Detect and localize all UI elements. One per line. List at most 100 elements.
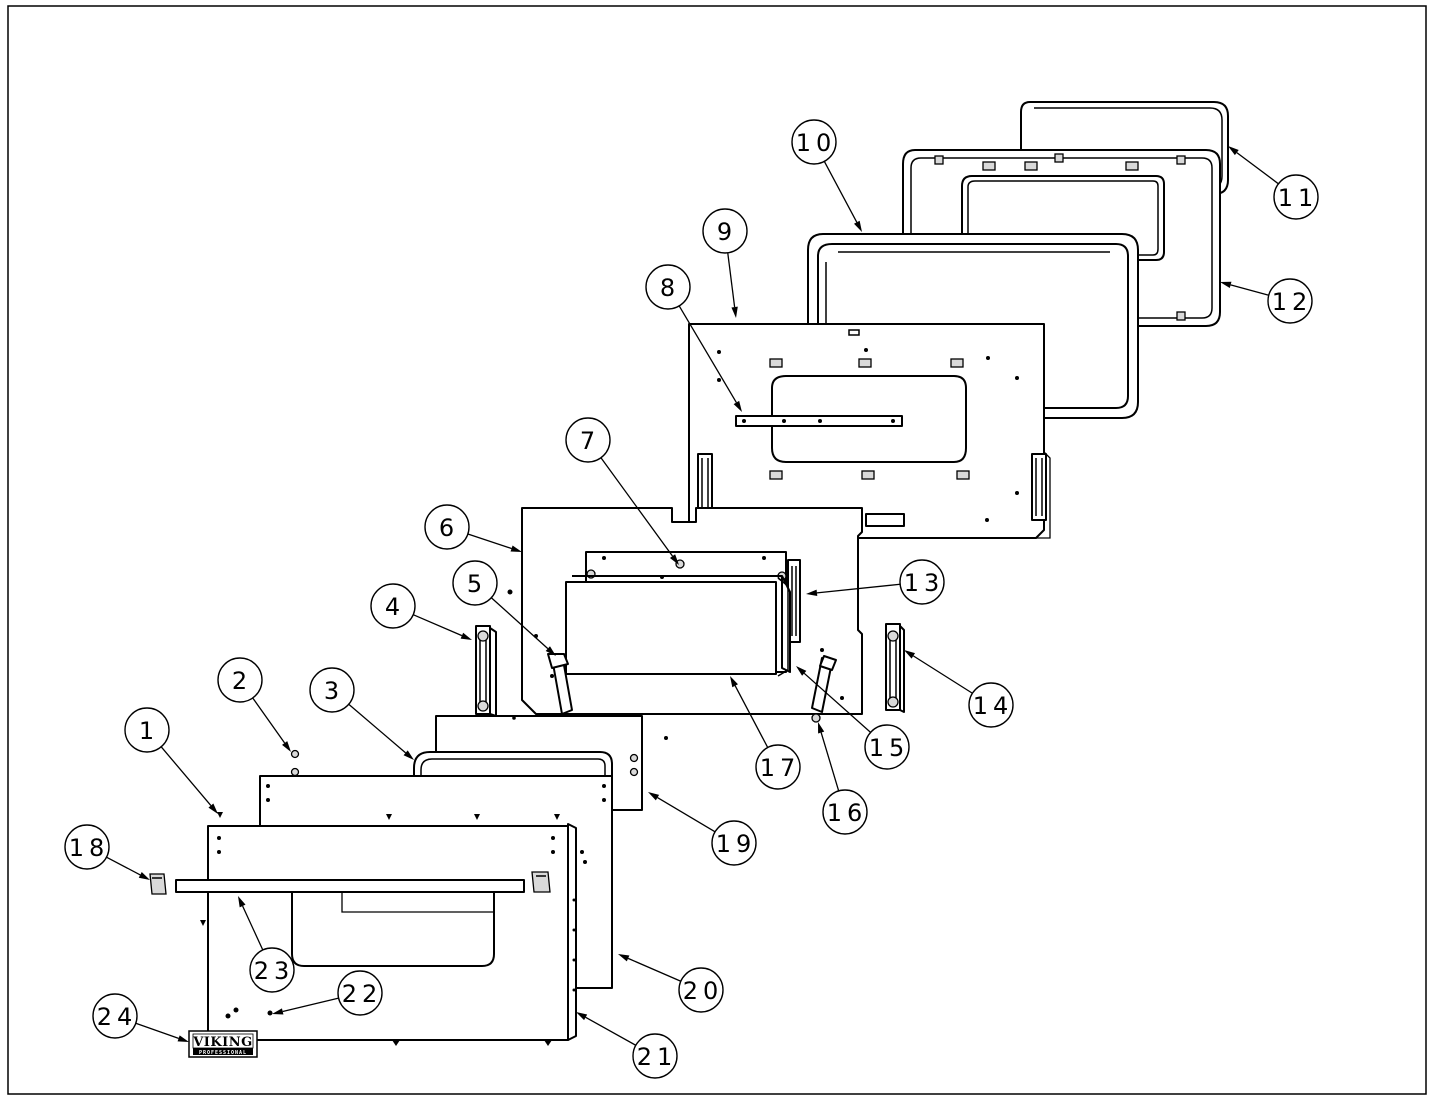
callout-circle [124, 707, 170, 753]
leader-line-15 [803, 672, 871, 733]
callout-number: 23 [254, 957, 295, 985]
arrowhead-15 [796, 666, 807, 676]
callout-15: 15 [864, 724, 910, 770]
callout-5: 5 [452, 560, 498, 606]
callout-17: 17 [755, 744, 801, 790]
callout-number: 11 [1278, 184, 1319, 212]
callout-circle [565, 417, 611, 463]
callout-number: 24 [97, 1003, 138, 1031]
leader-line-5 [490, 597, 549, 650]
callout-circle [899, 559, 945, 605]
part-2-button [290, 749, 300, 777]
callout-circle [370, 583, 416, 629]
callout-10: 10 [791, 119, 837, 165]
leader-line-22 [282, 997, 339, 1013]
arrowhead-1 [208, 803, 218, 814]
leader-line-3 [348, 703, 407, 754]
callout-number: 14 [973, 692, 1014, 720]
callout-circle [968, 682, 1014, 728]
callout-circle [791, 119, 837, 165]
callout-13: 13 [899, 559, 945, 605]
callout-3: 3 [309, 667, 355, 713]
callout-12: 12 [1267, 278, 1313, 324]
drawing-border [7, 5, 1427, 1095]
callout-number: 22 [342, 980, 383, 1008]
callout-16: 16 [822, 789, 868, 835]
arrowhead-6 [510, 545, 522, 552]
part-16-screw [811, 713, 821, 723]
arrowhead-11 [1228, 146, 1239, 156]
arrowhead-4 [460, 632, 472, 640]
callout-2: 2 [217, 657, 263, 703]
part-23-handle [175, 871, 551, 893]
callout-number: 6 [439, 514, 459, 542]
leader-line-24 [135, 1022, 179, 1039]
callout-circle [645, 264, 691, 310]
callout-circle [678, 967, 724, 1013]
arrowhead-22 [272, 1008, 284, 1015]
leader-line-7 [600, 457, 674, 557]
callout-circle [64, 824, 110, 870]
arrowhead-12 [1220, 281, 1232, 288]
callout-8: 8 [645, 264, 691, 310]
callout-7: 7 [565, 417, 611, 463]
leader-line-16 [820, 732, 840, 792]
callout-circle [309, 667, 355, 713]
callout-circle [337, 970, 383, 1016]
callout-number: 21 [637, 1043, 678, 1071]
arrowhead-21 [576, 1012, 588, 1021]
leader-line-4 [412, 614, 463, 637]
arrowhead-7 [669, 554, 679, 565]
callout-number: 20 [683, 977, 724, 1005]
callout-number: 10 [796, 129, 837, 157]
callout-circle [632, 1033, 678, 1079]
part-4-left-hinge [475, 625, 497, 717]
part-15-hinge-link [811, 655, 837, 713]
arrowhead-18 [138, 872, 150, 880]
leader-line-14 [912, 655, 973, 694]
callout-23: 23 [249, 947, 295, 993]
arrowhead-13 [806, 589, 818, 597]
callout-number: 5 [467, 570, 487, 598]
arrowhead-23 [238, 896, 246, 908]
leader-line-23 [242, 905, 264, 951]
callout-circle [711, 820, 757, 866]
leader-line-2 [252, 697, 286, 744]
leader-line-6 [467, 533, 512, 550]
callout-circle [1267, 278, 1313, 324]
callout-1: 1 [124, 707, 170, 753]
leader-line-20 [627, 957, 682, 982]
callout-number: 17 [760, 754, 801, 782]
part-24-logo-badge: VIKING PROFESSIONAL [188, 1030, 258, 1058]
arrowhead-3 [403, 750, 414, 760]
callout-circle [424, 504, 470, 550]
leader-line-13 [816, 583, 901, 594]
arrowhead-10 [854, 220, 862, 232]
callout-circle [755, 744, 801, 790]
callout-number: 7 [580, 427, 600, 455]
callout-9: 9 [702, 208, 748, 254]
callout-circle [249, 947, 295, 993]
callout-24: 24 [92, 993, 138, 1039]
callout-number: 2 [232, 667, 252, 695]
arrowhead-2 [282, 741, 291, 752]
leader-lines [106, 146, 1279, 1046]
callout-number: 16 [827, 799, 868, 827]
arrowhead-19 [648, 792, 660, 801]
callout-number: 15 [869, 734, 910, 762]
leader-line-17 [734, 685, 769, 748]
arrowhead-14 [904, 650, 916, 659]
callout-circle [864, 724, 910, 770]
callout-number: 8 [660, 274, 680, 302]
arrowhead-24 [177, 1035, 189, 1042]
leader-line-19 [657, 797, 716, 833]
callout-circle [452, 560, 498, 606]
callout-circle [822, 789, 868, 835]
callout-21: 21 [632, 1033, 678, 1079]
callout-11: 11 [1273, 174, 1319, 220]
leader-line-18 [106, 856, 141, 876]
leader-line-1 [160, 746, 212, 807]
callout-number: 12 [1272, 288, 1313, 316]
